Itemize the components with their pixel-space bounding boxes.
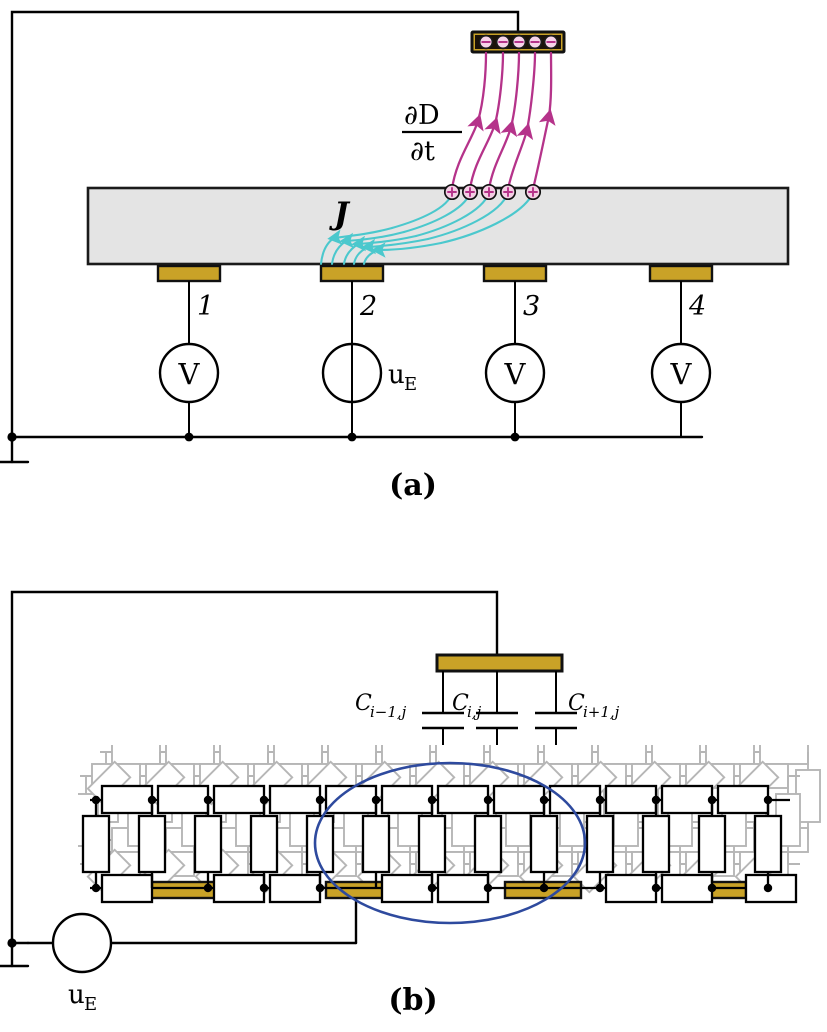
junction-dot-1 <box>184 432 194 442</box>
electrode-4 <box>648 264 714 283</box>
panel-a: ∂D ∂t <box>0 10 790 503</box>
displacement-field-label: ∂D ∂t <box>402 100 462 167</box>
top-electrode <box>470 30 566 54</box>
displacement-field-lines <box>450 51 556 191</box>
source-subscript-b: E <box>84 994 97 1015</box>
lattice-layer-front <box>81 784 798 904</box>
electrode-label-1: 1 <box>197 291 214 322</box>
electrode-group-1: 1 V <box>156 264 222 442</box>
panel-b-caption: (b) <box>388 983 437 1018</box>
current-density-label: J <box>329 196 351 232</box>
voltage-source-b: u E <box>26 884 358 1015</box>
capacitor-sub-left: i−1,j <box>370 703 407 721</box>
panel-a-outer-wire <box>0 10 704 464</box>
panel-b: u E C i−1,j C <box>0 590 821 1018</box>
lattice-nodes <box>91 795 773 893</box>
source-circle-b <box>51 912 113 974</box>
d-field-denominator: ∂t <box>410 136 435 167</box>
electrode-2 <box>319 264 385 283</box>
panel-a-caption: (a) <box>389 468 437 503</box>
junction-dot-2 <box>347 432 357 442</box>
voltmeter-4-symbol: V <box>670 357 693 391</box>
electrode-group-2: 2 u E <box>319 264 417 442</box>
d-field-numerator: ∂D <box>404 100 440 131</box>
electrode-1 <box>156 264 222 283</box>
voltmeter-1-symbol: V <box>178 357 201 391</box>
capacitor-labels: C i−1,j C i,j C i+1,j <box>355 691 620 721</box>
junction-dot-3 <box>510 432 520 442</box>
source-subscript-a: E <box>404 374 417 395</box>
resistor-lattice <box>78 745 821 904</box>
unit-cell-highlight <box>313 761 587 925</box>
capacitor-label-right: C <box>568 691 585 716</box>
electrode-label-3: 3 <box>523 291 540 322</box>
capacitor-top-plate <box>435 653 564 673</box>
source-label-a: u <box>388 360 405 390</box>
voltmeter-3-symbol: V <box>504 357 527 391</box>
capacitor-label-mid: C <box>452 691 469 716</box>
capacitor-sub-mid: i,j <box>467 703 482 721</box>
surface-charges <box>443 183 542 201</box>
electrode-group-4: 4 V <box>648 264 714 437</box>
conductive-slab <box>86 186 790 266</box>
electrode-3 <box>482 264 548 283</box>
capacitor-label-left: C <box>355 691 372 716</box>
panel-b-outer-wire <box>0 590 499 968</box>
ground-node <box>7 432 17 442</box>
electrode-label-4: 4 <box>688 291 706 322</box>
source-label-b: u <box>68 980 85 1010</box>
top-electrode-charges <box>478 34 559 50</box>
electrode-group-3: 3 V <box>482 264 548 442</box>
electrode-label-2: 2 <box>359 291 377 322</box>
ground-node-b <box>7 938 17 948</box>
capacitor-sub-right: i+1,j <box>583 703 620 721</box>
